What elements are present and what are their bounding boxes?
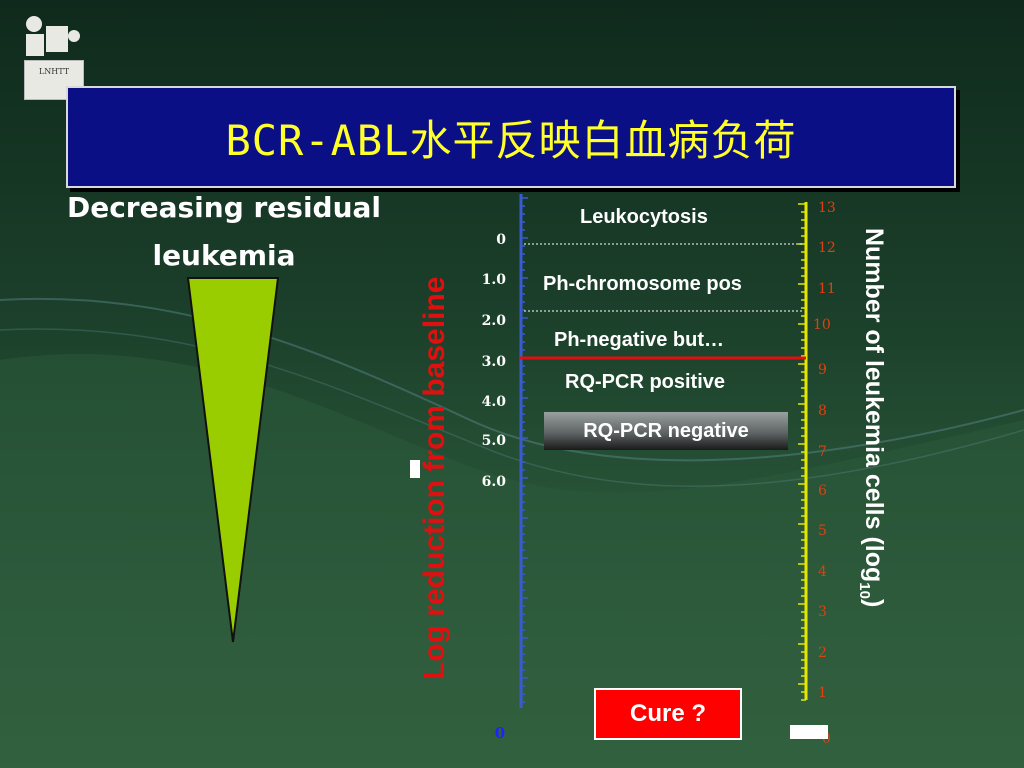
left-tick-label: 1.0 xyxy=(481,272,506,288)
right-tick-label: 2 xyxy=(818,645,827,661)
right-tick-label: 11 xyxy=(818,281,836,297)
right-tick-label: 9 xyxy=(818,362,827,378)
left-tick-label: 4.0 xyxy=(481,394,506,410)
right-tick-label: 6 xyxy=(818,483,827,499)
title-banner: BCR-ABL水平反映白血病负荷 xyxy=(66,86,956,188)
left-tick-label: 3.0 xyxy=(481,354,506,370)
right-tick-label: 7 xyxy=(818,444,827,460)
zone-ph-positive: Ph-chromosome pos xyxy=(543,273,742,295)
white-marker xyxy=(790,725,828,739)
left-tick-label: 2.0 xyxy=(481,313,506,329)
right-tick-label: 5 xyxy=(818,523,827,539)
left-tick-label: 0 xyxy=(496,232,506,248)
zone-rq-positive: RQ-PCR positive xyxy=(565,371,726,393)
logo-text: LNHTT xyxy=(38,67,70,76)
left-tick-label: 6.0 xyxy=(481,474,506,490)
right-tick-label: 0 xyxy=(822,731,831,747)
right-axis-label: Number of leukemia cells (log10) xyxy=(856,228,888,607)
right-tick-label: 1 xyxy=(818,685,827,701)
small-marker xyxy=(410,460,420,478)
left-caption: Decreasing residual leukemia xyxy=(54,184,394,280)
zone-rq-negative: RQ-PCR negative xyxy=(544,412,788,450)
zone-ph-negative: Ph-negative but… xyxy=(554,329,725,351)
right-tick-label: 13 xyxy=(818,200,836,216)
zone-leukocytosis: Leukocytosis xyxy=(580,206,708,228)
left-axis-zero: 0 xyxy=(494,724,506,742)
right-axis-label-sub: 10 xyxy=(856,582,873,599)
cure-box: Cure ? xyxy=(594,688,742,740)
zone-rq-negative-label: RQ-PCR negative xyxy=(583,419,749,442)
left-caption-line1: Decreasing residual xyxy=(66,191,382,224)
right-tick-label: 4 xyxy=(818,564,827,580)
right-axis-label-suffix: ) xyxy=(860,598,888,608)
right-tick-label: 8 xyxy=(818,403,827,419)
left-tick-label: 5.0 xyxy=(481,433,506,449)
right-tick-label: 12 xyxy=(818,240,836,256)
cure-label: Cure ? xyxy=(629,700,706,727)
right-tick-label: 3 xyxy=(818,604,827,620)
right-axis-label-prefix: Number of leukemia cells (log xyxy=(860,228,888,583)
right-tick-label: 10 xyxy=(813,317,831,333)
left-caption-line2: leukemia xyxy=(152,239,296,272)
page-title: BCR-ABL水平反映白血病负荷 xyxy=(225,115,797,165)
decreasing-wedge xyxy=(186,277,280,643)
logo-figure xyxy=(20,12,86,104)
